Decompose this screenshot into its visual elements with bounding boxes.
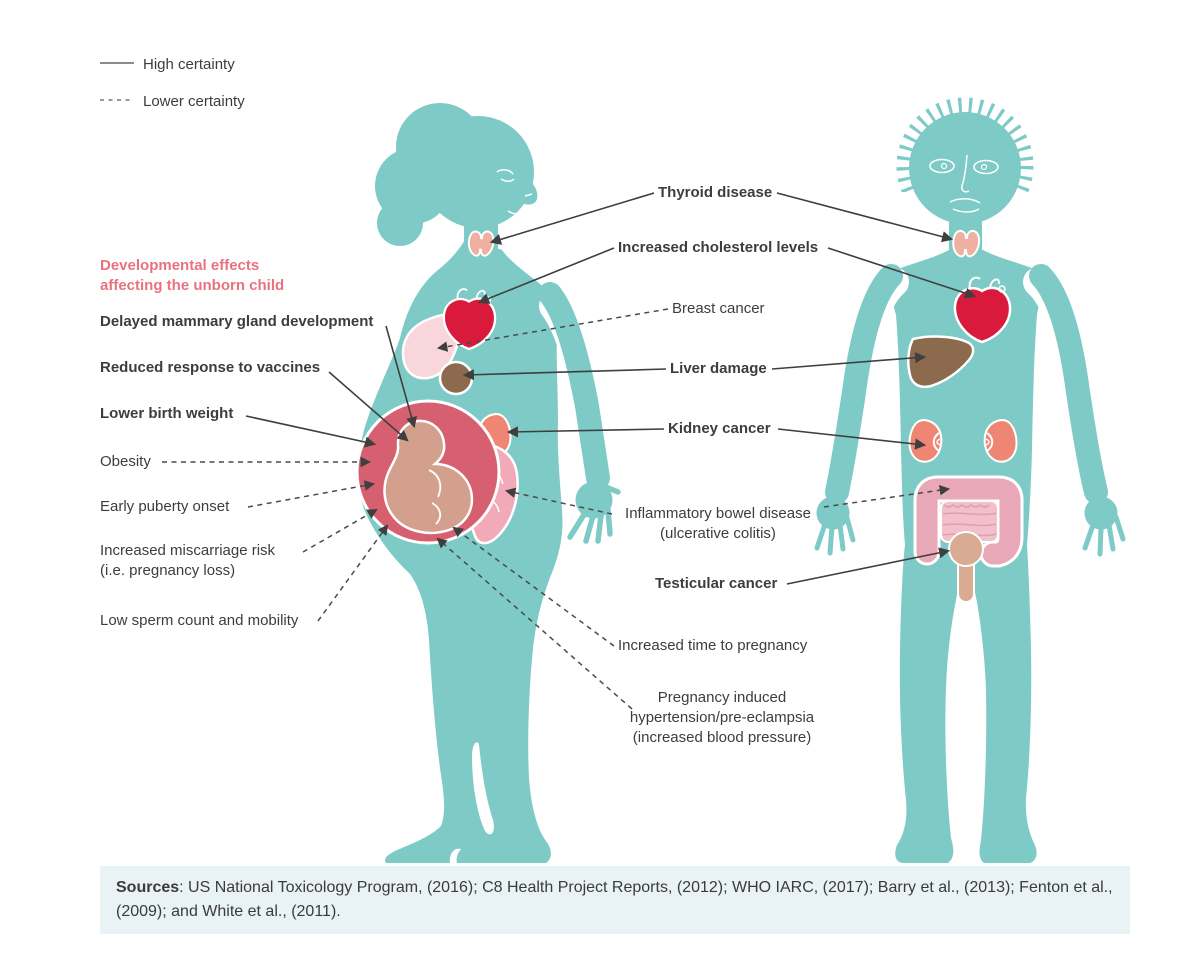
line-pregnancy-time-to-womb xyxy=(452,526,615,647)
line-miscarriage-to-womb xyxy=(302,508,378,553)
man-spiky-hair xyxy=(896,97,1034,192)
line-thyroid-to-man xyxy=(776,192,954,243)
label-bowel-disease: Inflammatory bowel disease (ulcerative c… xyxy=(625,505,811,542)
man-left-kidney-organ xyxy=(908,419,943,463)
line-delayed-mammary-to-womb xyxy=(385,325,417,429)
line-kidney-to-woman xyxy=(506,426,665,438)
man-left-arm xyxy=(813,264,909,556)
line-thyroid-to-woman xyxy=(489,192,655,245)
label-delayed-mammary: Delayed mammary gland development xyxy=(100,313,374,330)
man-right-kidney-organ xyxy=(983,419,1018,463)
label-thyroid-disease: Thyroid disease xyxy=(658,184,773,201)
sources-text: : US National Toxicology Program, (2016)… xyxy=(116,879,1113,920)
man-right-arm xyxy=(1023,264,1126,557)
woman-arm xyxy=(538,282,621,544)
man-face xyxy=(929,154,999,213)
woman-fingers xyxy=(567,484,621,544)
line-testicular-to-man xyxy=(786,547,951,585)
woman-leg-gap xyxy=(472,742,494,835)
high-certainty-connectors xyxy=(245,192,977,585)
line-vaccines-to-womb xyxy=(328,371,409,442)
woman-liver-organ xyxy=(438,360,474,396)
line-breast-cancer-to-woman xyxy=(436,308,669,352)
pregnant-woman-figure xyxy=(355,103,621,863)
line-birth-weight-to-womb xyxy=(245,415,377,448)
label-time-to-pregnancy: Increased time to pregnancy xyxy=(618,637,808,654)
line-hypertension-to-womb xyxy=(436,537,633,710)
label-miscarriage: Increased miscarriage risk (i.e. pregnan… xyxy=(100,542,276,579)
sources-bar: Sources: US National Toxicology Program,… xyxy=(100,866,1130,934)
line-cholesterol-to-woman xyxy=(477,247,615,304)
man-liver-organ xyxy=(907,335,975,389)
woman-womb-with-fetus xyxy=(355,399,501,545)
label-liver-damage: Liver damage xyxy=(670,360,767,377)
line-liver-to-man xyxy=(771,352,927,370)
line-bowel-to-man xyxy=(823,485,951,508)
legend-high-certainty-label: High certainty xyxy=(143,56,235,73)
woman-feet-gap xyxy=(449,848,461,863)
line-liver-to-woman xyxy=(462,368,667,381)
label-low-sperm: Low sperm count and mobility xyxy=(100,612,299,629)
adult-man-figure xyxy=(813,97,1126,863)
label-cholesterol: Increased cholesterol levels xyxy=(618,239,819,256)
label-early-puberty: Early puberty onset xyxy=(100,498,230,515)
man-thyroid-organ xyxy=(952,229,981,258)
woman-thyroid-organ xyxy=(467,230,495,257)
line-cholesterol-to-man xyxy=(827,247,977,299)
label-testicular-cancer: Testicular cancer xyxy=(655,575,778,592)
label-kidney-cancer: Kidney cancer xyxy=(668,420,771,437)
line-kidney-to-man xyxy=(777,428,927,450)
woman-body xyxy=(358,238,563,863)
woman-face xyxy=(496,169,533,215)
legend-lower-certainty-label: Lower certainty xyxy=(143,93,245,110)
lower-certainty-connectors xyxy=(162,308,951,710)
label-hypertension: Pregnancy induced hypertension/pre-eclam… xyxy=(629,689,815,746)
sources-label: Sources xyxy=(116,879,180,896)
label-obesity: Obesity xyxy=(100,453,151,470)
line-bowel-to-woman xyxy=(504,487,613,515)
man-genital-organ xyxy=(948,531,984,603)
label-breast-cancer: Breast cancer xyxy=(672,300,765,317)
line-puberty-to-womb xyxy=(247,480,376,508)
label-lower-birth-weight: Lower birth weight xyxy=(100,405,234,422)
developmental-effects-heading: Developmental effects affecting the unbo… xyxy=(100,257,285,294)
line-sperm-to-womb xyxy=(317,524,389,622)
label-reduced-vaccines: Reduced response to vaccines xyxy=(100,359,321,376)
